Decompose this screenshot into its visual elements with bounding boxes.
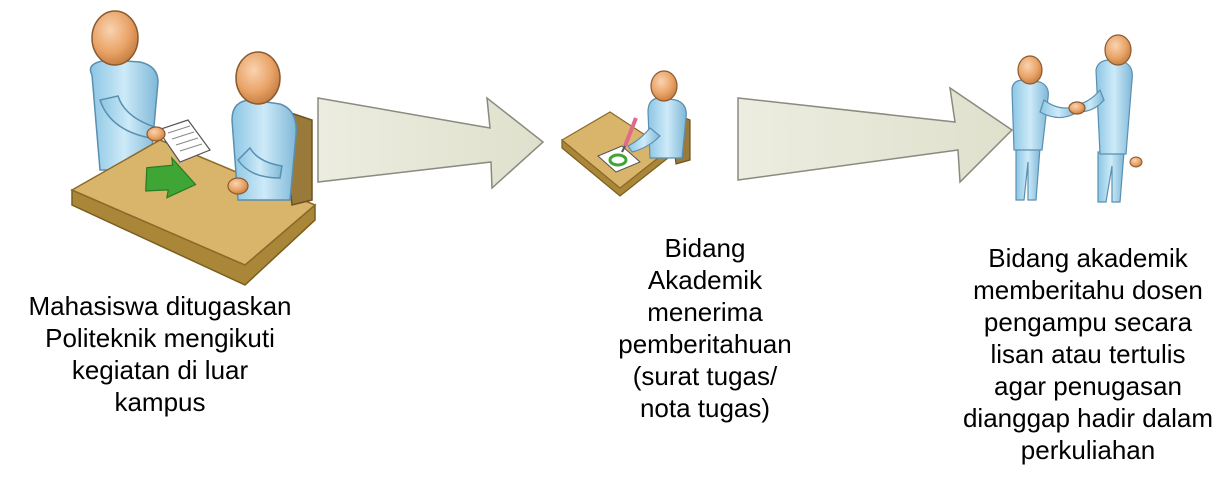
step-3-caption: Bidang akademik memberitahu dosen pengam…: [945, 242, 1231, 466]
caption-line: Politeknik mengikuti: [45, 323, 275, 353]
caption-line: Bidang akademik: [988, 243, 1188, 273]
caption-line: Mahasiswa ditugaskan: [28, 291, 292, 321]
step-1-caption: Mahasiswa ditugaskan Politeknik mengikut…: [0, 290, 320, 418]
caption-line: Akademik: [647, 265, 763, 295]
caption-line: menerima: [647, 297, 763, 327]
caption-line: memberitahu dosen: [973, 275, 1203, 305]
person-writing-at-desk-icon: [560, 70, 691, 197]
caption-line: agar penugasan: [994, 371, 1182, 401]
caption-line: kampus: [114, 387, 206, 417]
meeting-at-desk-icon: [70, 10, 317, 286]
caption-line: kegiatan di luar: [71, 355, 249, 385]
caption-line: (surat tugas/: [632, 361, 778, 391]
right-arrow-icon: [317, 96, 545, 190]
caption-line: Bidang: [664, 233, 746, 263]
caption-line: pemberitahuan: [618, 329, 792, 359]
caption-line: nota tugas): [639, 393, 771, 423]
caption-line: dianggap hadir dalam: [962, 403, 1214, 433]
right-arrow-icon: [737, 86, 1014, 184]
step-2-caption: Bidang Akademik menerima pemberitahuan (…: [590, 232, 820, 424]
caption-line: pengampu secara: [983, 307, 1193, 337]
caption-line: lisan atau tertulis: [990, 339, 1186, 369]
caption-line: perkuliahan: [1020, 435, 1156, 465]
handshake-icon: [1011, 34, 1143, 203]
